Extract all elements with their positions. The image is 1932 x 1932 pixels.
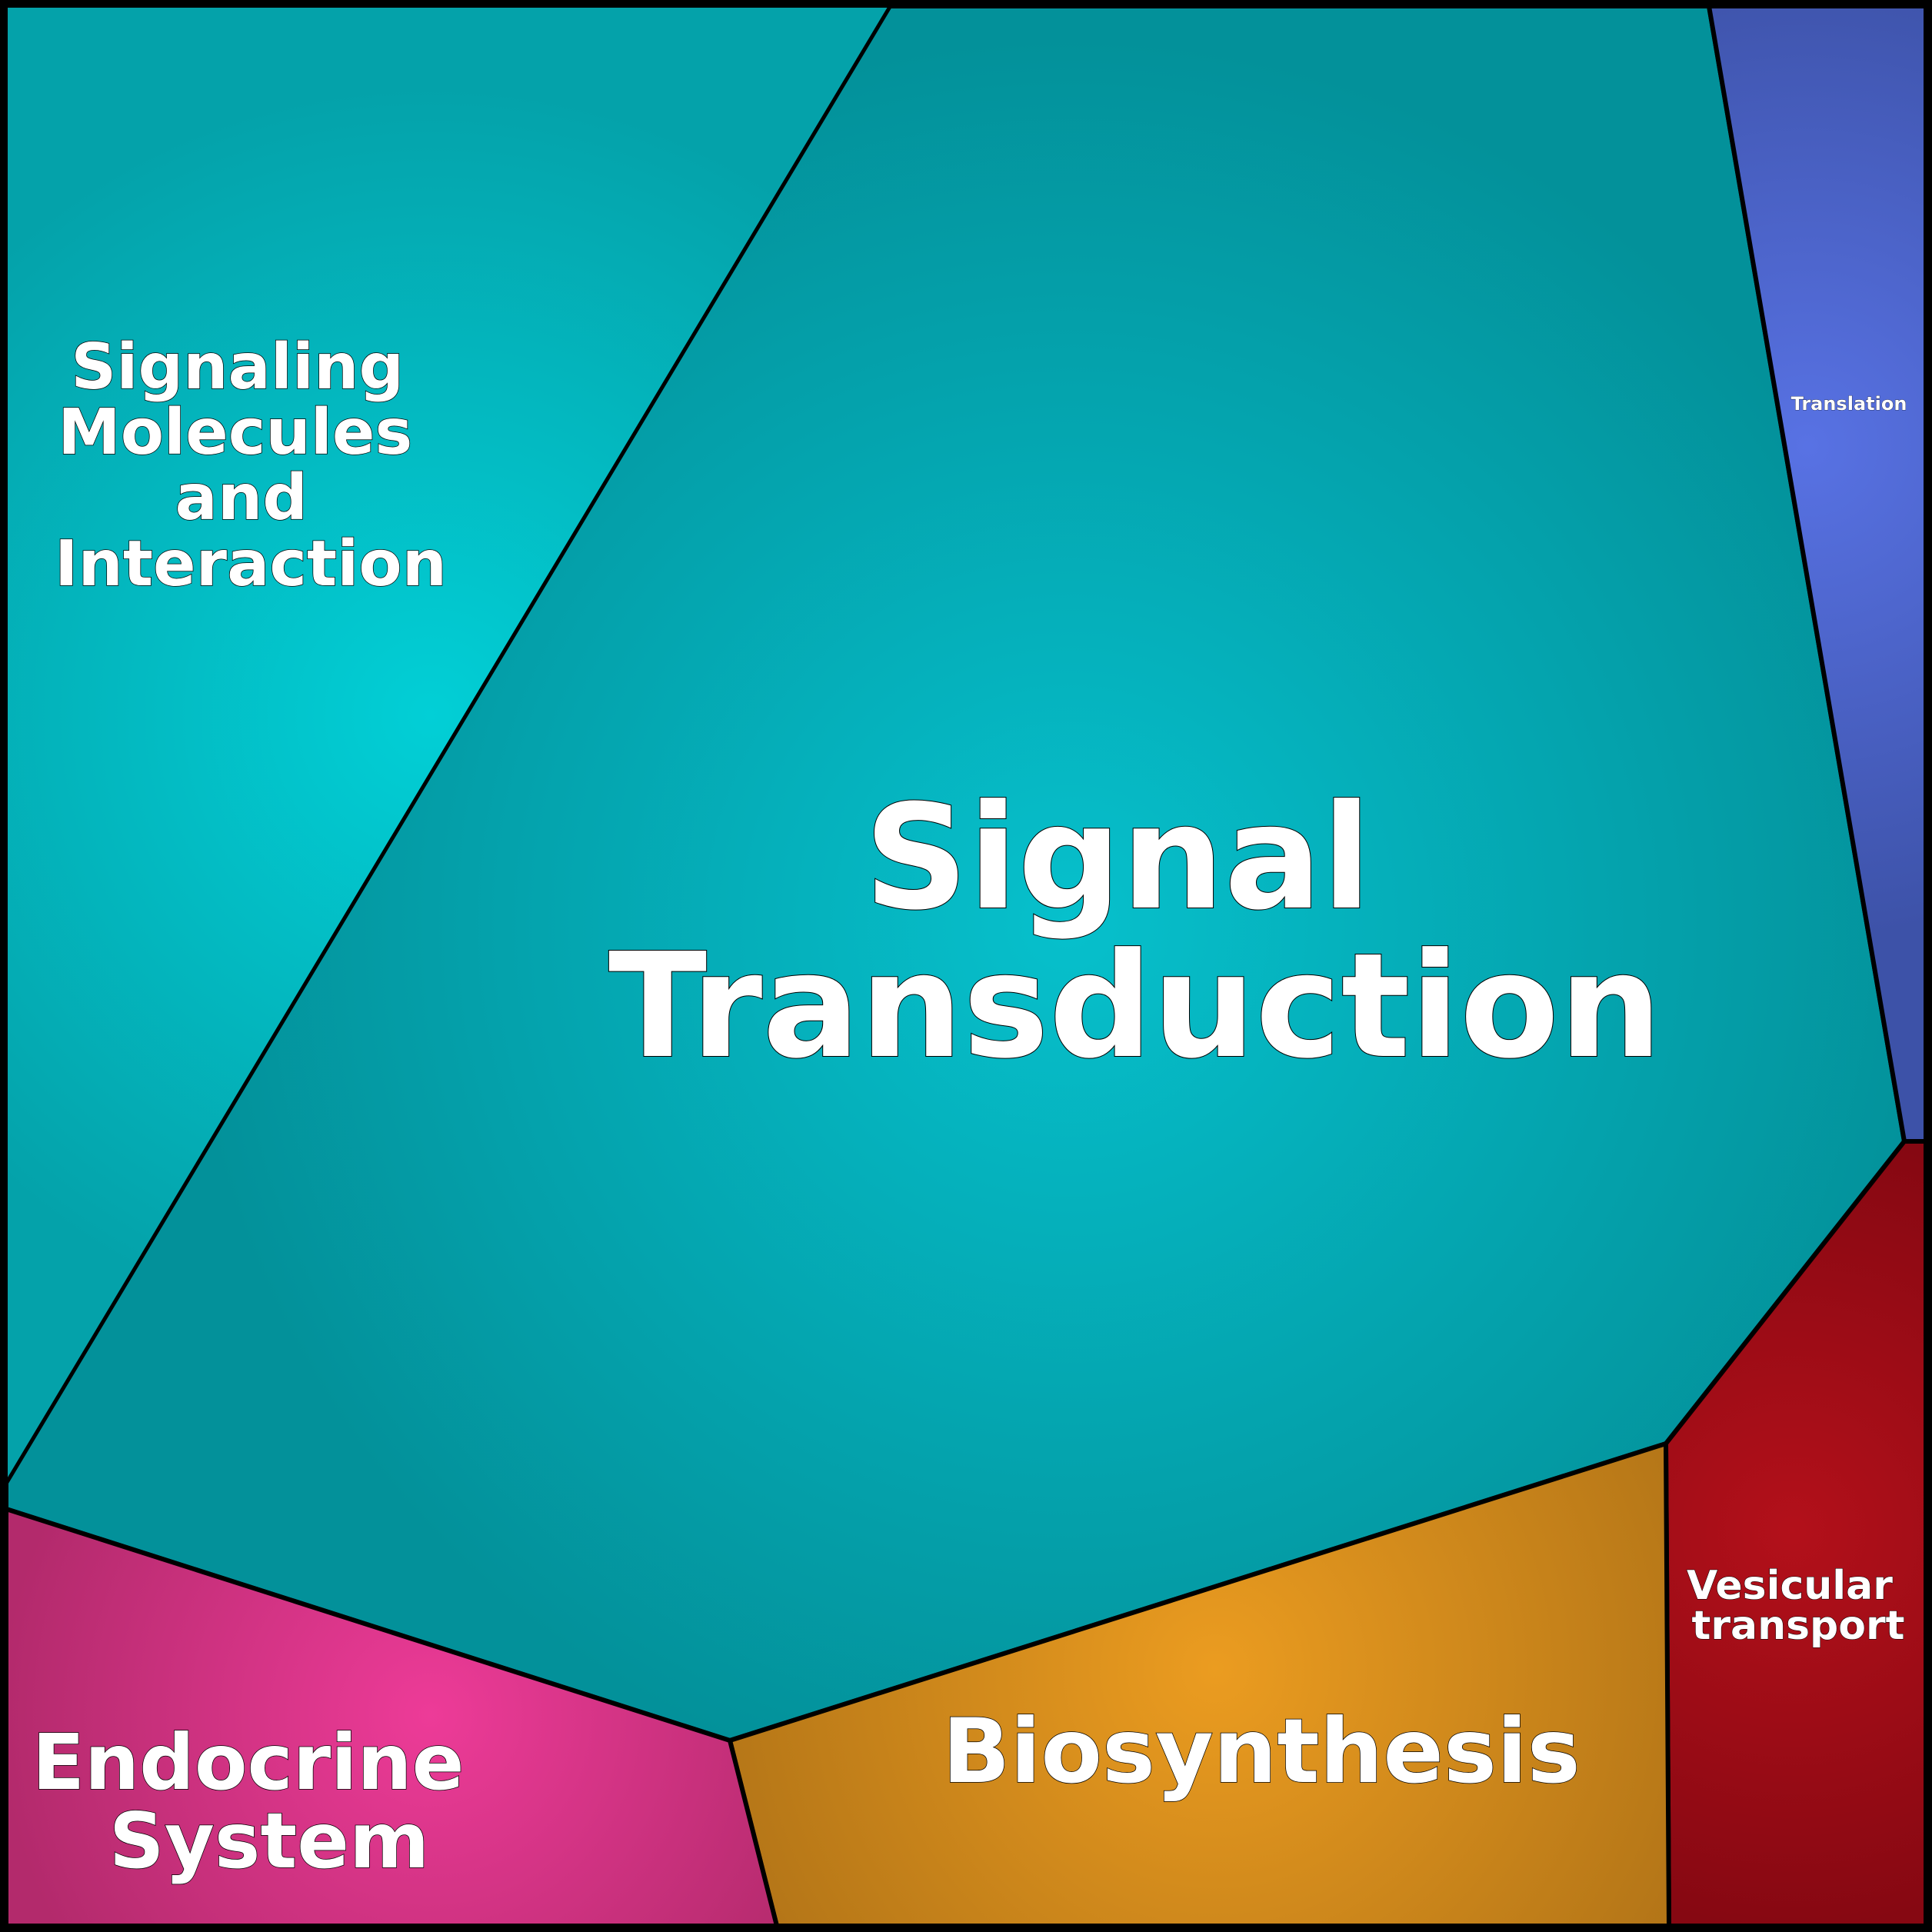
cell-vesicular-transport: Vesicular transport xyxy=(1664,1139,1928,1928)
cell-signaling-molecules-line-4: Interaction xyxy=(55,528,447,601)
cell-signaling-molecules-label: Signaling Molecules and Interaction xyxy=(55,331,447,601)
cell-endocrine-system-label: Endocrine System xyxy=(32,1717,491,1886)
cell-signal-transduction-label: Signal Transduction xyxy=(608,774,1662,1091)
cell-signaling-molecules: Signaling Molecules and Interaction xyxy=(5,5,891,1484)
cell-endocrine-system: Endocrine System xyxy=(4,1507,779,1928)
cell-vesicular-transport-label: Vesicular transport xyxy=(1687,1563,1907,1649)
cell-biosynthesis: Biosynthesis xyxy=(728,1441,1671,1928)
cell-biosynthesis-line-1: Biosynthesis xyxy=(942,1700,1581,1804)
cell-signaling-molecules-line-1: Signaling xyxy=(71,331,404,404)
cell-translation-label: Translation xyxy=(1791,393,1907,415)
cell-signal-transduction: Signal Transduction xyxy=(4,4,1907,1743)
cell-signaling-molecules-line-3: and xyxy=(175,461,308,535)
cell-endocrine-system-line-1: Endocrine xyxy=(32,1717,465,1807)
cell-biosynthesis-label: Biosynthesis xyxy=(942,1700,1581,1804)
cell-vesicular-transport-line-2: transport xyxy=(1691,1603,1904,1649)
cell-signal-transduction-line-1: Signal xyxy=(864,774,1371,942)
cell-vesicular-transport-line-1: Vesicular xyxy=(1687,1563,1893,1609)
cell-signaling-molecules-line-2: Molecules xyxy=(58,396,412,469)
cell-translation-line-1: Translation xyxy=(1791,393,1907,415)
cell-signal-transduction-line-2: Transduction xyxy=(608,922,1662,1091)
cell-endocrine-system-line-2: System xyxy=(109,1796,430,1886)
